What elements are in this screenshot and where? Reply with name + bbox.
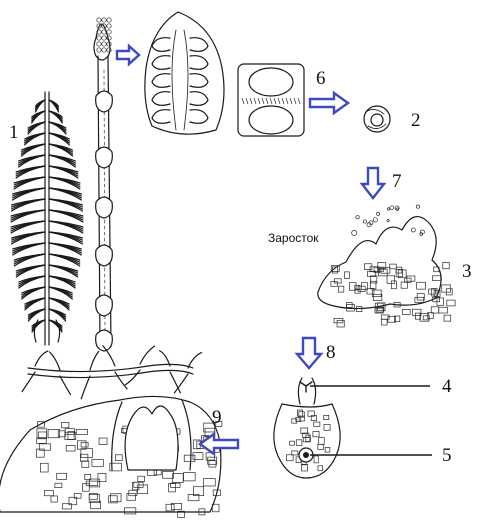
whorl <box>35 100 58 112</box>
prothallus-cell <box>439 307 448 313</box>
label-2: 2 <box>411 110 421 131</box>
prothallus-cell <box>443 262 449 268</box>
whorl <box>28 309 65 321</box>
cone-cell <box>102 18 106 22</box>
whorl <box>28 122 66 134</box>
embryo-drawing <box>0 396 222 517</box>
whorl <box>32 111 63 123</box>
prothallus-cell <box>394 316 399 322</box>
whorl <box>25 298 69 310</box>
shoot-node <box>96 91 113 112</box>
spore-drawing <box>364 106 390 132</box>
root <box>103 346 127 389</box>
label-4: 4 <box>442 376 452 397</box>
whorl <box>11 221 83 233</box>
spore-dot <box>387 219 389 221</box>
prothallus-caption: Заросток <box>268 231 319 245</box>
vegetative-shoot-drawing <box>11 92 83 345</box>
root <box>81 351 99 399</box>
label-8: 8 <box>326 342 336 363</box>
strobilus-section-drawing <box>145 12 224 134</box>
label-9: 9 <box>212 407 222 428</box>
rhizome-drawing <box>22 346 202 399</box>
whorl <box>14 177 80 189</box>
shoot-node <box>96 295 113 316</box>
spore-dot <box>356 216 359 219</box>
prothallus-cell <box>447 300 455 306</box>
arrow-to-strobilus <box>117 46 139 64</box>
whorl <box>19 155 76 167</box>
whorl <box>12 199 83 211</box>
spore-dot <box>377 212 380 215</box>
arrow-to-spore <box>310 93 348 113</box>
prothallus-cell <box>423 316 429 320</box>
cone-cell <box>107 30 111 34</box>
cone-cell <box>97 18 101 22</box>
root <box>50 352 71 394</box>
arrow-to-archegonium <box>297 338 321 368</box>
prothallus-cell <box>431 307 439 313</box>
whorl <box>19 276 75 288</box>
sporangiophore-drawing <box>238 64 304 136</box>
spore-dot <box>363 220 366 223</box>
whorl <box>12 232 83 244</box>
label-1: 1 <box>9 122 19 143</box>
shoot-node <box>96 245 113 266</box>
whorl <box>14 254 79 266</box>
prothallus-drawing <box>318 205 455 327</box>
label-7: 7 <box>392 171 402 192</box>
cone-cell <box>107 18 111 22</box>
spore-dot <box>416 205 419 208</box>
prothallus-cell <box>444 315 451 321</box>
whorl <box>21 144 72 156</box>
spore-dot <box>352 230 357 235</box>
prothallus-cell <box>402 309 410 314</box>
label-3: 3 <box>462 261 472 282</box>
whorl <box>25 133 70 145</box>
spore-dot <box>387 208 389 210</box>
cone-cell <box>107 24 111 28</box>
root <box>160 351 181 393</box>
whorl <box>16 265 77 277</box>
fertile-shoot-drawing <box>94 18 112 351</box>
whorl <box>16 166 78 178</box>
spore-dot <box>373 218 377 222</box>
root <box>22 351 48 392</box>
label-5: 5 <box>442 445 452 466</box>
shoot-node <box>96 147 113 168</box>
arrow-to-prothallus <box>362 168 384 198</box>
label-6: 6 <box>316 68 326 89</box>
prothallus-cell <box>381 319 387 325</box>
whorl <box>22 287 73 299</box>
whorl <box>13 243 82 255</box>
whorl <box>13 188 82 200</box>
spore-dot <box>390 206 394 210</box>
archegonium-drawing <box>274 378 340 478</box>
shoot-node <box>96 197 113 218</box>
whorl <box>11 210 83 222</box>
